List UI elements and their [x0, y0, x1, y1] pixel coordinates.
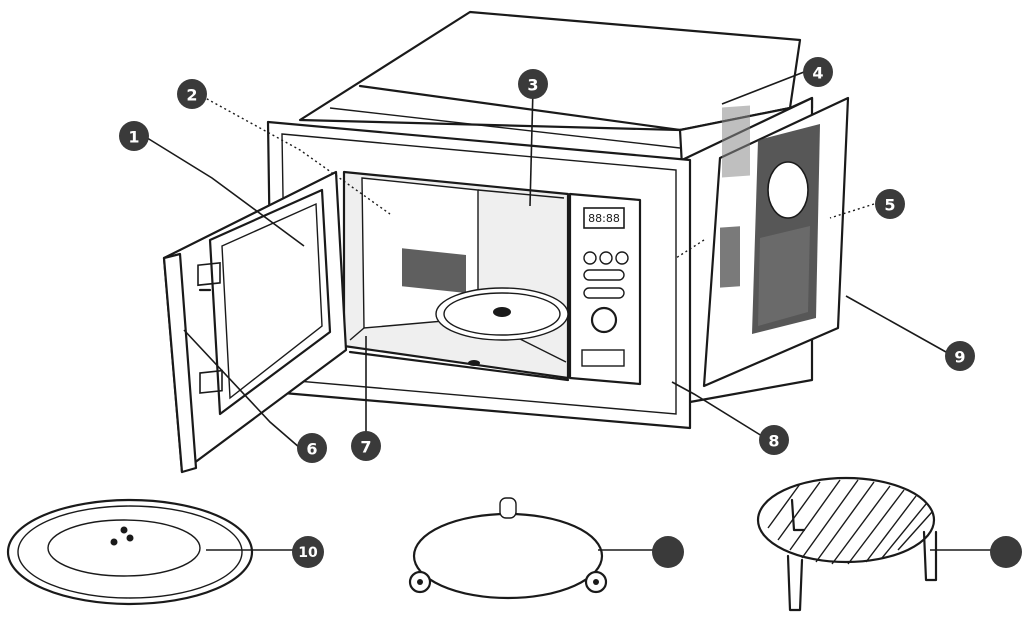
door — [162, 170, 348, 474]
callout-11 — [652, 536, 684, 568]
display-text: 88:88 — [588, 212, 620, 225]
control-button[interactable] — [615, 251, 629, 265]
callout-9-label: 9 — [954, 348, 965, 367]
roller-ring — [408, 497, 608, 600]
callout-8: 8 — [759, 425, 789, 455]
callout-8-label: 8 — [768, 432, 779, 451]
callout-4-label: 4 — [812, 64, 823, 83]
callout-2-label: 2 — [186, 86, 197, 105]
grill-rack — [756, 476, 938, 612]
control-button[interactable] — [583, 251, 597, 265]
leader-lines — [143, 71, 995, 551]
callout-5-label: 5 — [884, 196, 895, 215]
control-button[interactable] — [583, 269, 625, 281]
callout-12 — [990, 536, 1022, 568]
callout-4: 4 — [803, 57, 833, 87]
display-screen — [583, 207, 625, 229]
callout-3-label: 3 — [527, 76, 538, 95]
callout-10-label: 10 — [298, 545, 318, 561]
callout-10: 10 — [292, 536, 324, 568]
callout-3: 3 — [518, 69, 548, 99]
callout-6: 6 — [297, 433, 327, 463]
control-button[interactable] — [599, 251, 613, 265]
callout-1: 1 — [119, 121, 149, 151]
mounting-plate — [702, 96, 850, 388]
control-button[interactable] — [583, 287, 625, 299]
callout-2: 2 — [177, 79, 207, 109]
callout-7: 7 — [351, 431, 381, 461]
door-release-button[interactable] — [581, 349, 625, 367]
callout-1-label: 1 — [128, 128, 139, 147]
callout-6-label: 6 — [306, 440, 317, 459]
glass-tray — [6, 498, 254, 606]
callout-9: 9 — [945, 341, 975, 371]
cavity — [342, 170, 570, 382]
callout-7-label: 7 — [360, 438, 371, 457]
control-dial[interactable] — [590, 306, 618, 334]
cavity-vent — [402, 248, 466, 293]
control-panel: 88:88 — [568, 192, 642, 386]
callout-5: 5 — [875, 189, 905, 219]
